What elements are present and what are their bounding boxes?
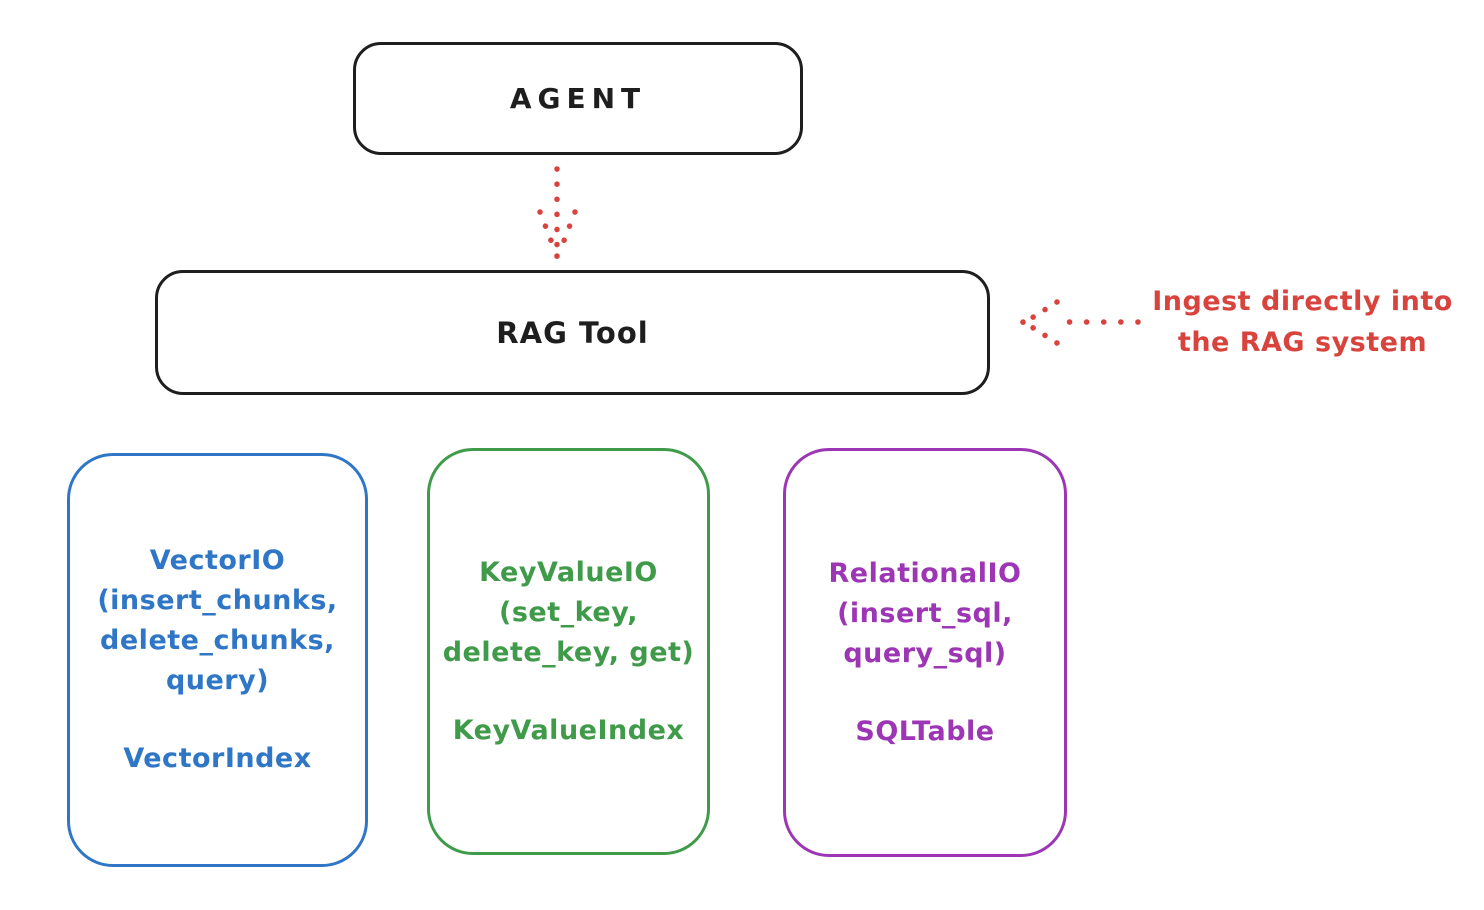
relational-io-line: query_sql) (843, 637, 1007, 669)
vector-io-line: query) (165, 665, 270, 696)
keyvalue-index-label: KeyValueIndex (452, 714, 685, 746)
keyvalue-io-box: KeyValueIO (set_key, delete_key, get) Ke… (427, 448, 710, 855)
agent-box: AGENT (353, 42, 803, 155)
vector-io-line: delete_chunks, (100, 625, 335, 656)
rag-tool-box: RAG Tool (155, 270, 990, 395)
ingest-annotation-line2: the RAG system (1177, 327, 1428, 358)
vector-io-methods: VectorIO (insert_chunks, delete_chunks, … (97, 541, 337, 701)
relational-io-line: RelationalIO (828, 557, 1022, 589)
ingest-annotation: Ingest directly into the RAG system (1130, 281, 1475, 363)
agent-label: AGENT (509, 82, 647, 115)
vector-io-line: (insert_chunks, (97, 585, 338, 616)
relational-io-methods: RelationalIO (insert_sql, query_sql) (829, 554, 1022, 674)
vector-index-label: VectorIndex (123, 743, 312, 774)
keyvalue-io-line: delete_key, get) (442, 636, 695, 668)
keyvalue-io-line: (set_key, (499, 596, 638, 628)
vector-io-box: VectorIO (insert_chunks, delete_chunks, … (67, 453, 368, 867)
sql-table-label: SQLTable (855, 715, 995, 747)
ingest-annotation-line1: Ingest directly into (1152, 286, 1453, 317)
agent-to-ragtool-arrow (537, 166, 578, 259)
relational-io-line: (insert_sql, (837, 597, 1013, 629)
relational-io-box: RelationalIO (insert_sql, query_sql) SQL… (783, 448, 1067, 857)
rag-tool-label: RAG Tool (496, 315, 649, 350)
keyvalue-io-methods: KeyValueIO (set_key, delete_key, get) (443, 553, 695, 673)
annotation-to-ragtool-arrow (1020, 299, 1141, 346)
vector-io-line: VectorIO (149, 545, 286, 576)
keyvalue-io-line: KeyValueIO (479, 556, 658, 588)
